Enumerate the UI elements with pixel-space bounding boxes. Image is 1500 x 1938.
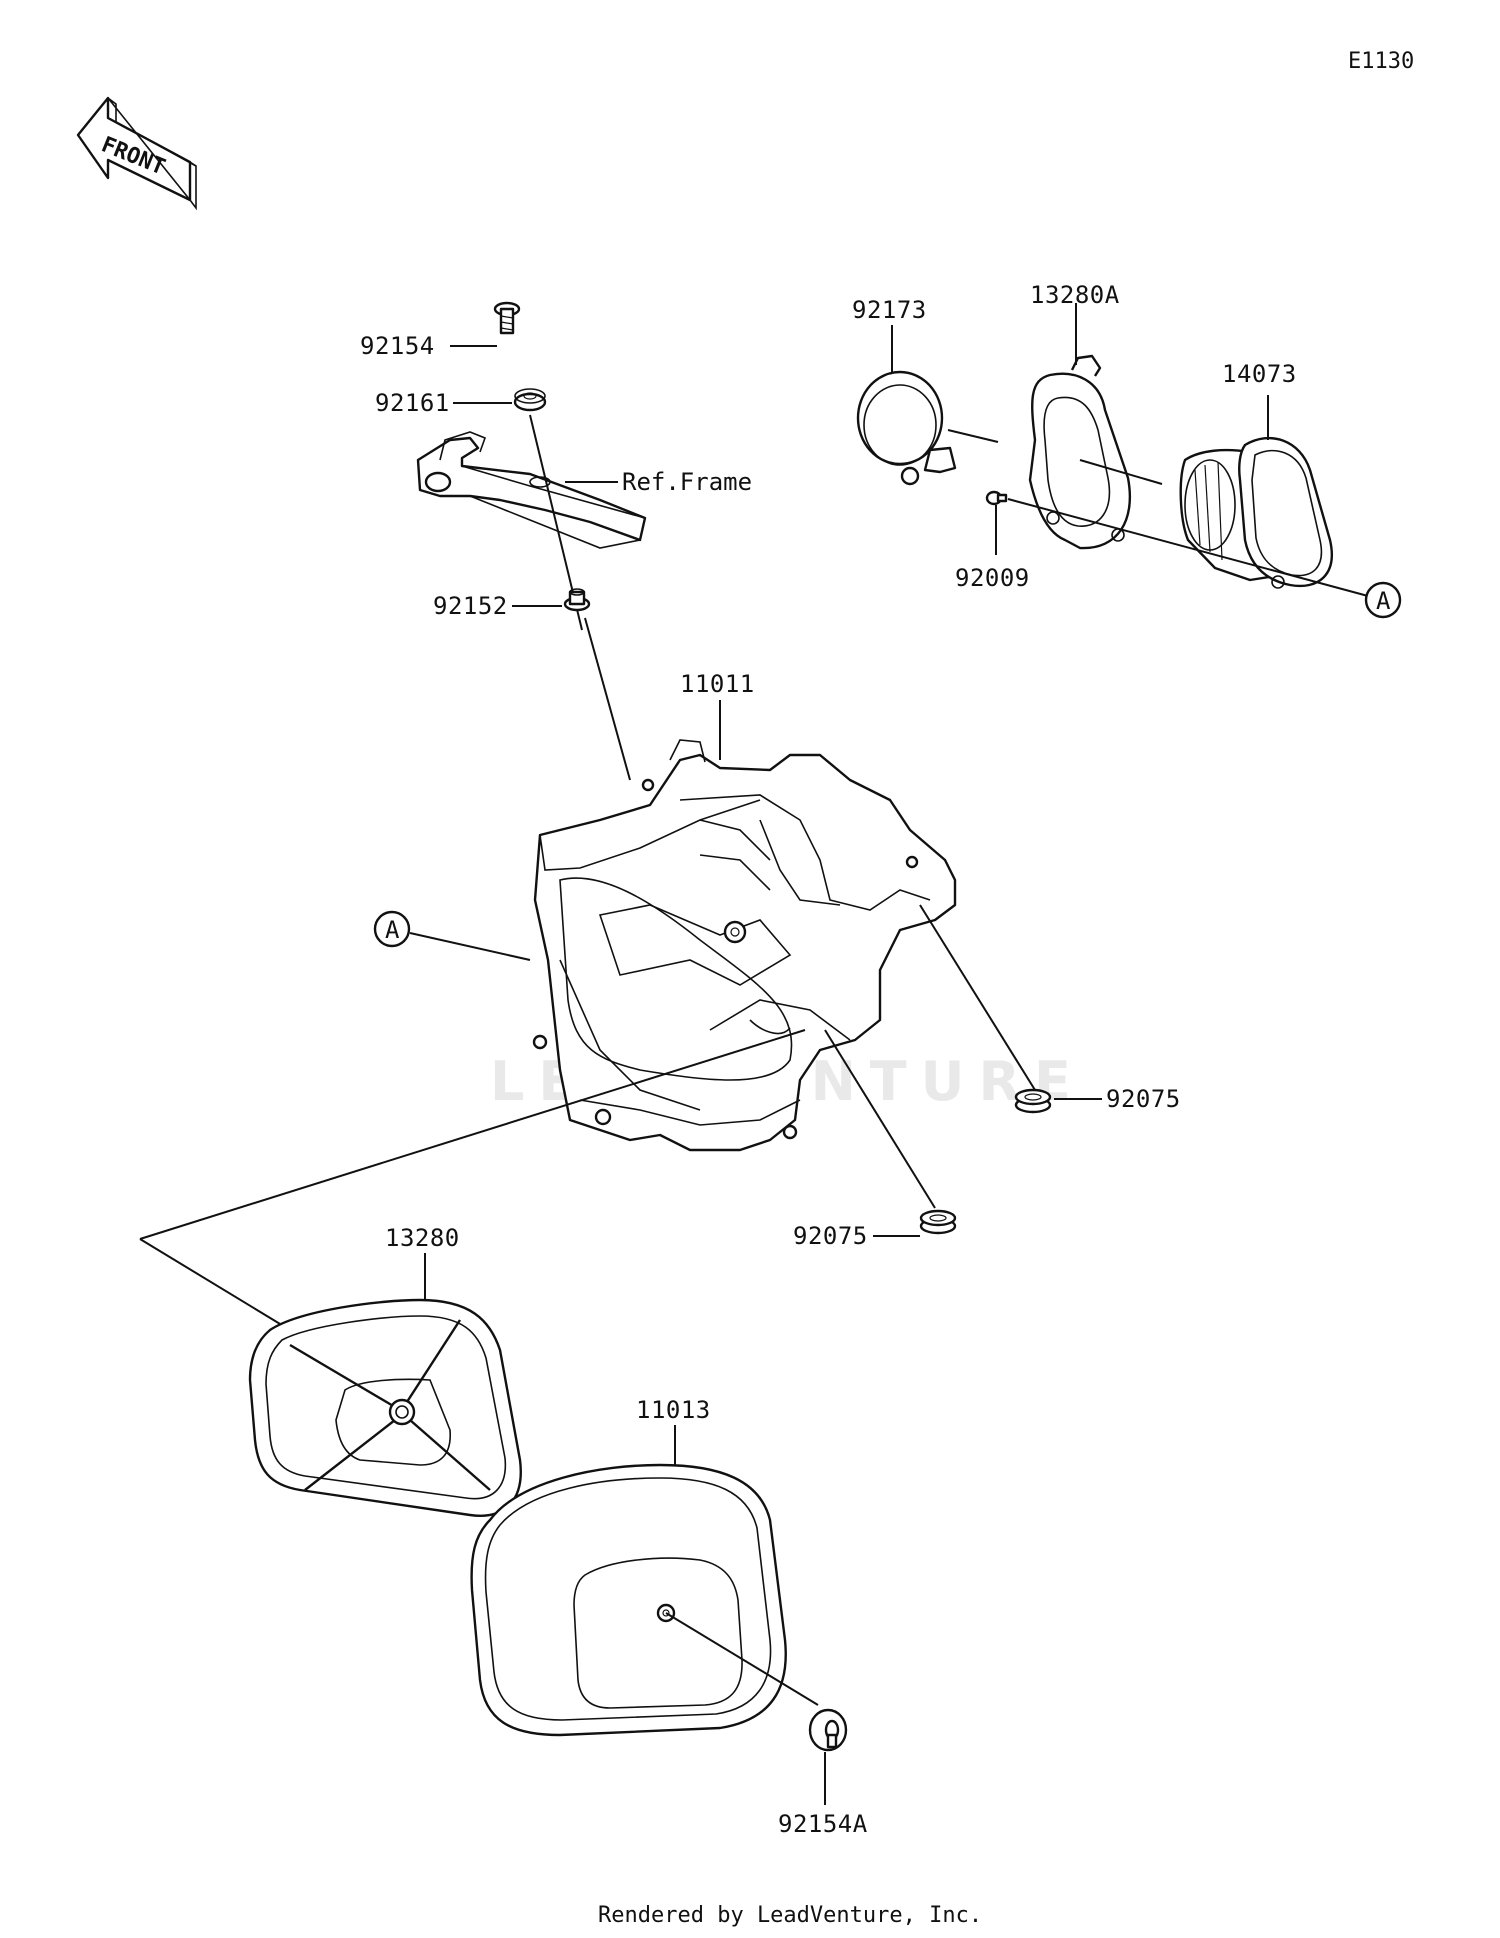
callout-92009: 92009 [955, 564, 1030, 592]
filter-cover-11013 [470, 1463, 787, 1737]
callout-92075-right: 92075 [1106, 1085, 1181, 1113]
front-arrow-icon: FRONT [76, 96, 197, 211]
callout-92173: 92173 [852, 296, 927, 324]
callout-92154: 92154 [360, 332, 435, 360]
callout-92161: 92161 [375, 389, 450, 417]
ref-a-left: A [385, 916, 400, 944]
callout-11011: 11011 [680, 670, 755, 698]
bolt-92154 [493, 301, 521, 335]
screw-92009 [985, 490, 1008, 506]
grommet-92075-left [919, 1209, 957, 1235]
inlet-duct-14073 [1179, 436, 1333, 589]
air-box-11011 [532, 739, 957, 1152]
grommet-92161 [513, 388, 547, 412]
callout-92075-left: 92075 [793, 1222, 868, 1250]
callout-11013: 11013 [636, 1396, 711, 1424]
clamp-92173 [856, 370, 957, 486]
frame-bracket [416, 431, 647, 549]
ref-frame-label: Ref.Frame [622, 468, 752, 496]
collar-92152 [563, 588, 591, 612]
diagram-id: E1130 [1348, 49, 1414, 74]
air-filter-13280 [248, 1298, 522, 1517]
grommet-92075-right [1014, 1088, 1052, 1114]
callout-92154A: 92154A [778, 1810, 868, 1838]
callout-92152: 92152 [433, 592, 508, 620]
footer-credit: Rendered by LeadVenture, Inc. [598, 1903, 982, 1928]
ref-a-right: A [1376, 587, 1391, 615]
callout-14073: 14073 [1222, 360, 1297, 388]
callout-13280: 13280 [385, 1224, 460, 1252]
screw-92154A [808, 1708, 848, 1752]
callout-13280A: 13280A [1030, 281, 1120, 309]
